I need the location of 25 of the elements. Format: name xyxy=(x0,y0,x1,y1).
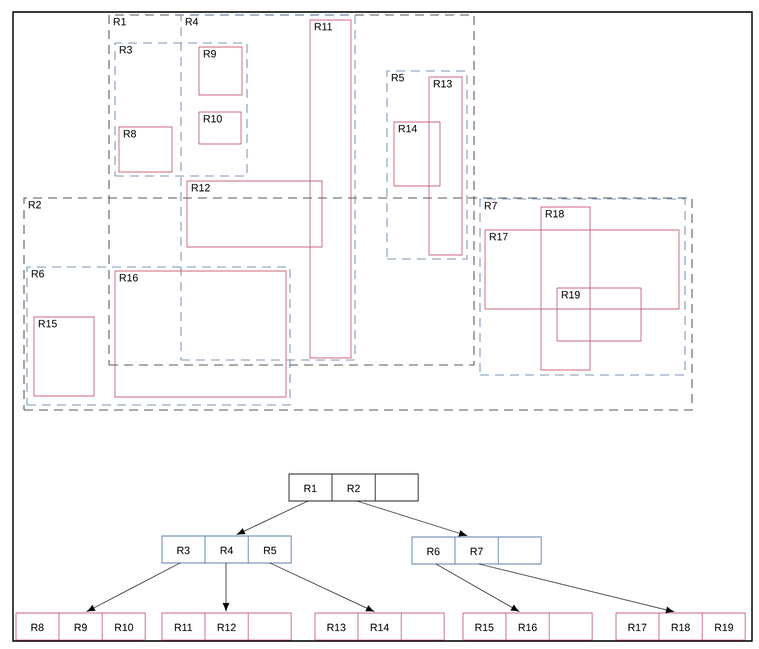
arrow xyxy=(356,500,468,537)
arrow xyxy=(478,564,674,614)
tree-node: R11 R12 xyxy=(162,612,292,640)
tree-node: R13 R14 xyxy=(314,612,445,640)
bounding-box: R11 xyxy=(310,20,352,358)
bounding-box: R8 xyxy=(118,126,172,172)
arrow xyxy=(270,562,374,612)
bounding-box: R12 xyxy=(186,180,322,248)
arrow xyxy=(86,562,180,612)
bounding-box: R14 xyxy=(394,122,440,186)
bounding-box: R13 xyxy=(428,76,462,256)
tree-node: R6 R7 xyxy=(412,536,542,564)
bounding-box: R10 xyxy=(198,112,242,144)
arrow xyxy=(222,562,230,612)
tree-node: R15 R16 xyxy=(462,612,593,640)
arrow xyxy=(436,564,520,612)
bounding-box: R19 xyxy=(556,288,642,342)
tree-node: R17 R18 R19 xyxy=(616,612,746,640)
tree-node: R3 R4 R5 xyxy=(162,536,292,564)
tree-node: R8 R9 R10 xyxy=(16,612,146,640)
bounding-box: R9 xyxy=(198,46,242,96)
bounding-box: R15 xyxy=(34,316,94,396)
arrow xyxy=(236,500,308,535)
tree-node: R1 R2 xyxy=(288,474,419,502)
bounding-box: R16 xyxy=(114,270,286,398)
